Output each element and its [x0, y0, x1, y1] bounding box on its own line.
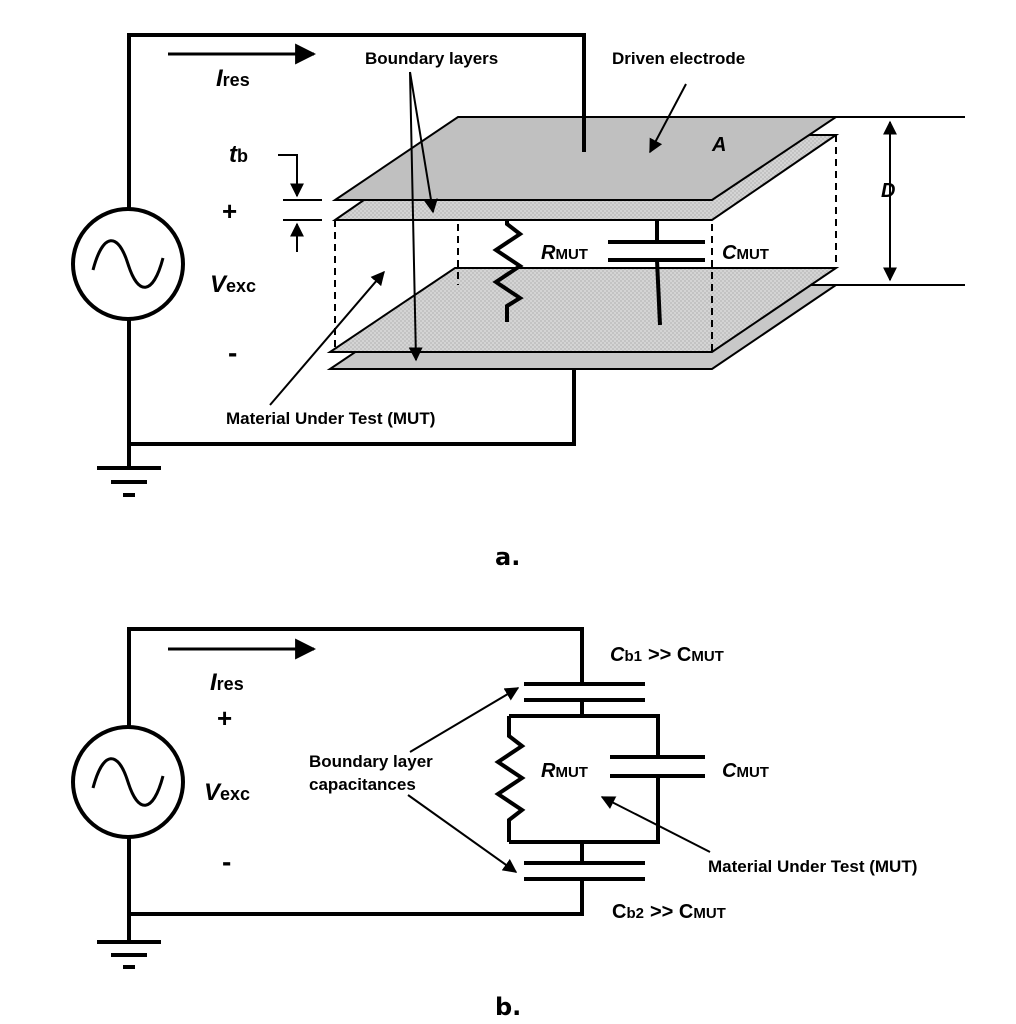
cb1-capacitor — [524, 682, 645, 716]
area-label: A — [711, 134, 726, 156]
ground-symbol-a — [97, 444, 161, 497]
r-mut-label-a: RMUT — [541, 242, 588, 264]
minus-label-a: - — [228, 337, 237, 368]
r-mut-resistor-b — [494, 716, 526, 842]
bottom-boundary-layer — [326, 267, 840, 353]
cb1-label: Cb1>> CMUT — [610, 644, 724, 666]
cb2-capacitor — [524, 861, 645, 881]
r-mut-label-b: RMUT — [541, 760, 588, 782]
mut-label-b: Material Under Test (MUT) — [708, 857, 917, 876]
wire-bottom-b — [127, 836, 584, 916]
mut-arrow-a — [269, 270, 385, 406]
figure-b: Ires + Vexc - Cb1>> CMUT Cb2>> CMUT Boun… — [71, 627, 917, 1021]
ground-symbol-b — [97, 914, 161, 969]
cb2-label: Cb2>> CMUT — [612, 901, 726, 923]
caption-b: b. — [495, 993, 521, 1021]
boundary-layers-label: Boundary layers — [365, 49, 498, 68]
boundary-cap-label-line1: Boundary layer — [309, 752, 433, 771]
wire-top-a — [127, 33, 586, 210]
driven-electrode-label: Driven electrode — [612, 49, 745, 68]
wire-bottom-a — [127, 318, 576, 446]
distance-dimension — [836, 116, 965, 286]
boundary-cap-label-line2: capacitances — [309, 775, 416, 794]
mut-parallel-network — [494, 714, 705, 863]
distance-label: D — [881, 180, 895, 202]
figure-a: Ires Boundary layers Driven electrode A … — [71, 33, 965, 571]
c-mut-label-b: CMUT — [722, 760, 769, 782]
current-label-b: Ires — [210, 669, 244, 696]
electrode-arrow — [649, 83, 687, 154]
thickness-label: tb — [229, 141, 248, 168]
ac-source-icon-b — [71, 725, 185, 839]
mut-arrow-b — [600, 796, 711, 853]
boundary-arrow-top — [409, 71, 438, 214]
current-label-a: Ires — [216, 65, 250, 92]
wire-top-b — [127, 627, 584, 728]
voltage-label-b: Vexc — [204, 779, 250, 806]
boundary-arrow-b1 — [409, 687, 520, 753]
c-mut-capacitor-a — [608, 220, 705, 326]
voltage-label-a: Vexc — [210, 271, 256, 298]
ac-source-icon-a — [71, 207, 185, 321]
thickness-dimension — [278, 154, 322, 252]
mut-label-a: Material Under Test (MUT) — [226, 409, 435, 428]
boundary-arrow-bottom — [408, 71, 423, 362]
c-mut-label-a: CMUT — [722, 242, 769, 264]
minus-label-b: - — [222, 846, 231, 877]
r-mut-resistor-a — [492, 218, 524, 322]
plus-label-b: + — [217, 703, 232, 733]
boundary-arrow-b2 — [407, 794, 518, 873]
caption-a: a. — [495, 543, 520, 571]
plus-label-a: + — [222, 196, 237, 226]
